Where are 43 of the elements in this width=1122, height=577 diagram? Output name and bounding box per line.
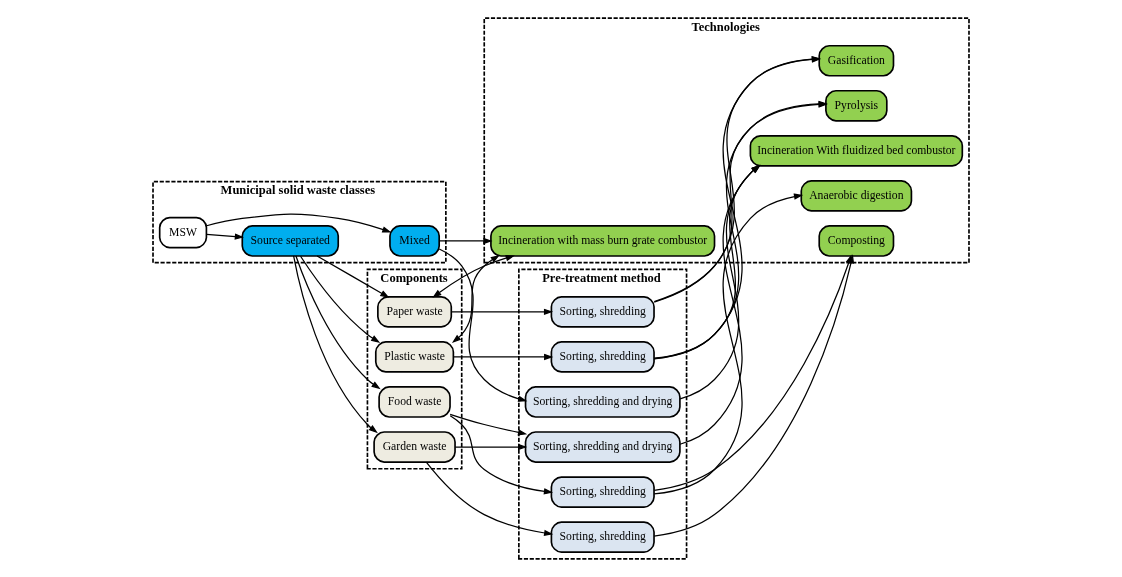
arrow [299, 255, 381, 343]
arrow [432, 255, 515, 298]
node-box: Anaerobic digestion [800, 180, 913, 212]
arrow [425, 461, 554, 537]
arrow [438, 248, 528, 402]
node-box: Sorting, shredding [550, 296, 655, 328]
arrow [449, 413, 528, 436]
arrow [653, 100, 828, 360]
arrow [653, 55, 821, 360]
arrow [316, 255, 390, 298]
node-box: Source separated [241, 225, 340, 257]
arrow [454, 443, 528, 451]
arrow [438, 237, 493, 245]
arrow [679, 164, 761, 400]
arrow [653, 56, 821, 303]
node-box: Gasification [818, 44, 895, 77]
node-box: Paper waste [377, 296, 453, 328]
arrow [452, 353, 554, 361]
arrow [293, 255, 378, 434]
node-box: Mixed [389, 225, 441, 257]
arrow [206, 213, 392, 233]
node-box: Pyrolysis [825, 89, 888, 122]
arrow [679, 164, 761, 445]
node-box: MSW [158, 216, 208, 249]
node-box: Plastic waste [374, 341, 455, 373]
arrow [295, 255, 381, 390]
arrow [653, 164, 761, 359]
arrow [653, 193, 804, 495]
node-box: Food waste [378, 386, 451, 418]
node-box: Sorting, shredding and drying [524, 386, 681, 418]
node-box: Sorting, shredding [550, 521, 655, 553]
node-box: Sorting, shredding [550, 341, 655, 373]
arrow [451, 255, 500, 343]
node-box: Incineration with mass burn grate combustor [490, 225, 716, 257]
arrow [450, 308, 554, 316]
node-box: Garden waste [373, 431, 456, 463]
node-box: Sorting, shredding and drying [524, 431, 681, 463]
arrow [653, 101, 828, 303]
node-box: Sorting, shredding [550, 476, 655, 508]
node-box: Composting [818, 225, 895, 257]
arrow [205, 233, 244, 240]
arrow [449, 415, 554, 495]
node-box: Incineration With fluidized bed combustor [749, 135, 964, 167]
